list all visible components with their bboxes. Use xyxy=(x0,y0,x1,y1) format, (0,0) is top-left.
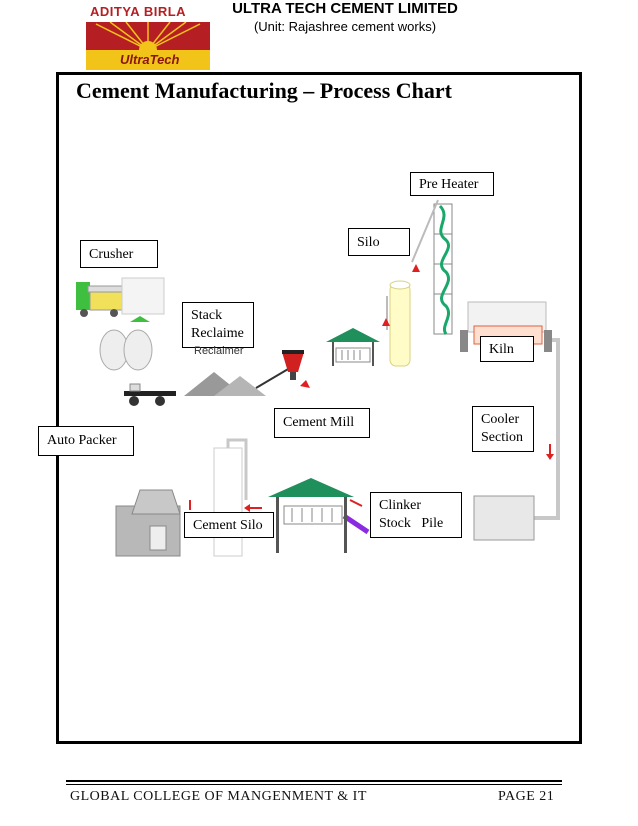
stack-reclaimer-label: Stack Reclaime xyxy=(182,302,254,348)
clinker-label-line2: Stock Pile xyxy=(379,516,444,531)
cement-mill-label: Cement Mill xyxy=(274,408,370,438)
flow-arrows xyxy=(300,264,420,388)
cement-silo xyxy=(213,438,248,557)
raw-silo xyxy=(386,280,411,367)
aditya-birla-logo: ADITYA BIRLA UltraTech xyxy=(86,2,210,70)
footer-divider xyxy=(66,780,562,782)
hopper xyxy=(282,350,304,380)
company-name: ULTRA TECH CEMENT LIMITED xyxy=(232,0,458,17)
clinker-stock-pile-label: Clinker Stock Pile xyxy=(370,492,462,538)
cooler-section-label: Cooler Section xyxy=(472,406,534,452)
auto-packer-label: Auto Packer xyxy=(38,426,134,456)
pre-heater-tower xyxy=(411,199,453,335)
sunburst-icon xyxy=(95,22,201,50)
raw-mill xyxy=(326,328,380,366)
auto-packer-machine xyxy=(115,489,191,557)
reclaimer-note: Reclaimer xyxy=(194,345,244,357)
footer-page-number: PAGE 21 xyxy=(498,789,555,804)
stack-label-line2: Reclaime xyxy=(191,326,244,341)
logo-bottom-text: UltraTech xyxy=(120,52,180,67)
crusher-machine xyxy=(76,277,165,322)
kiln-cooler-pipe xyxy=(534,338,560,520)
page-title: Cement Manufacturing – Process Chart xyxy=(76,78,452,103)
cement-mill xyxy=(244,478,354,553)
logo-top-text: ADITYA BIRLA xyxy=(90,4,187,19)
clinker-conveyor xyxy=(342,499,370,535)
footer-college: GLOBAL COLLEGE OF MANGENMENT & IT xyxy=(70,789,367,804)
cooler-label-line2: Section xyxy=(481,430,523,445)
kiln-label: Kiln xyxy=(480,336,534,362)
stockpile xyxy=(184,361,301,396)
crusher-label: Crusher xyxy=(80,240,158,268)
cement-silo-label: Cement Silo xyxy=(184,512,274,538)
cooler-box xyxy=(473,495,535,541)
silo-label: Silo xyxy=(348,228,410,256)
crusher-rollers xyxy=(99,329,153,371)
pre-heater-label: Pre Heater xyxy=(410,172,494,196)
unit-name: (Unit: Rajashree cement works) xyxy=(253,19,437,34)
kiln xyxy=(460,301,552,352)
stack-label-line1: Stack xyxy=(191,308,223,323)
clinker-label-line1: Clinker xyxy=(379,498,421,513)
cooler-label-line1: Cooler xyxy=(481,412,520,427)
footer-divider-thin xyxy=(66,784,562,785)
belt-conveyor xyxy=(124,383,176,406)
diagram-frame xyxy=(56,72,582,744)
